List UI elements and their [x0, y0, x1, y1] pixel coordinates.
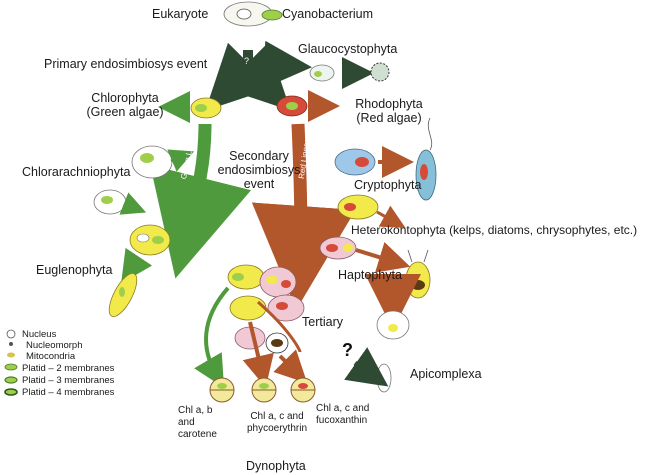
label-dynophyta: Dynophyta: [246, 459, 306, 473]
label-pigment-group-a: Chl a, b and carotene: [178, 405, 217, 441]
pigment-c-line1: Chl a, c and: [316, 403, 370, 414]
label-chlorophyta: Chlorophyta (Green algae): [80, 91, 170, 119]
glaucocystophyta-cells: [309, 57, 390, 89]
label-chlorophyta-sub: (Green algae): [86, 105, 164, 119]
label-secondary-line1: Secondary: [229, 149, 289, 163]
label-rhodophyta-sub: (Red algae): [356, 111, 422, 125]
label-haptophyta: Haptophyta: [338, 268, 402, 282]
label-rhodophyta: Rhodophyta (Red algae): [344, 97, 434, 125]
label-chlorarachniophyta: Chlorarachniophyta: [22, 165, 131, 179]
euglenophyta-cell: [108, 272, 138, 318]
pigment-b-line2: phycoerythrin: [246, 423, 308, 434]
label-eukaryote: Eukaryote: [152, 7, 209, 21]
label-glaucocystophyta: Glaucocystophyta: [298, 42, 398, 56]
label-chlorophyta-name: Chlorophyta: [91, 91, 159, 105]
label-cyanobacterium: Cyanobacterium: [282, 7, 374, 21]
svg-text:?: ?: [244, 56, 249, 66]
label-secondary-event: Secondary endosimbiosys event: [212, 149, 306, 191]
label-secondary-line3: event: [243, 177, 275, 191]
pigment-a-line1: Chl a, b: [178, 405, 213, 416]
legend-nucleomorph: Nucleomorph: [26, 340, 83, 351]
heterokontophyta-cells: [337, 194, 406, 228]
label-pigment-group-c: Chl a, c and fucoxanthin: [316, 403, 369, 427]
legend-platid-2: Platid – 2 membranes: [22, 363, 115, 374]
apicomplexa-cells: [344, 274, 421, 393]
cryptophyta-cells: [334, 117, 437, 201]
pigment-a-line3: carotene: [178, 429, 217, 440]
legend-nucleus: Nucleus: [22, 329, 57, 340]
primary-fork-arrows: ?: [205, 40, 312, 111]
label-apicomplexa: Apicomplexa: [410, 367, 482, 381]
legend-mitocondria: Mitocondria: [26, 351, 76, 362]
red-lineage-arrow: [251, 123, 356, 310]
pigment-b-line1: Chl a, c and: [250, 411, 304, 422]
label-pigment-group-b: Chl a, c and phycoerythrin: [244, 411, 310, 435]
dynophyta-arrows: [194, 286, 308, 388]
euglenophyta-precursor: [121, 224, 171, 284]
pigment-c-line2: fucoxanthin: [316, 415, 368, 426]
legend-symbols: [4, 329, 18, 396]
label-heterokontophyta: Heterokontophyta (kelps, diatoms, chryso…: [351, 223, 638, 237]
dynophyta-cells: [209, 377, 316, 403]
chlorophyta-cell: [158, 91, 222, 123]
chlorarachniophyta-cells: [93, 145, 195, 215]
pigment-a-line2: and: [178, 417, 195, 428]
tertiary-cells: [227, 264, 305, 354]
label-primary-event: Primary endosimbiosys event: [44, 57, 208, 71]
label-euglenophyta: Euglenophyta: [36, 263, 113, 277]
green-lineage-arrow: [150, 123, 252, 279]
cyanobacterium-cell: [261, 9, 283, 21]
rhodophyta-cell: [276, 90, 340, 122]
label-rhodophyta-name: Rhodophyta: [355, 97, 423, 111]
label-cryptophyta: Cryptophyta: [354, 178, 422, 192]
legend-platid-3: Platid – 3 membranes: [22, 375, 115, 386]
label-question-mark: ?: [342, 340, 353, 360]
label-secondary-line2: endosimbiosys: [217, 163, 301, 177]
legend-platid-4: Platid – 4 membranes: [22, 387, 115, 398]
label-tertiary: Tertiary: [302, 315, 343, 329]
